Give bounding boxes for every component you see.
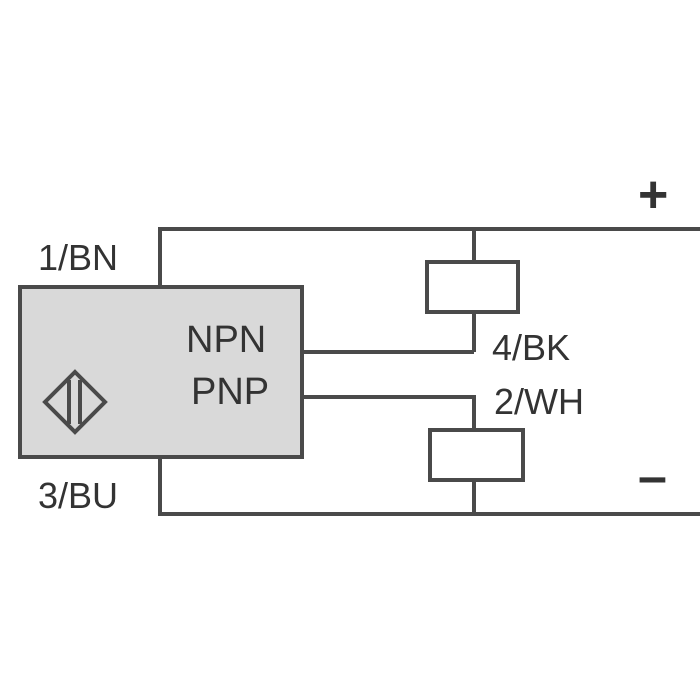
pin4-label: 4/BK — [492, 327, 570, 368]
pin3-label: 3/BU — [38, 475, 118, 516]
sensor-body — [18, 285, 304, 459]
pnp-label: PNP — [191, 371, 269, 413]
positive-supply-wire — [158, 227, 700, 287]
inductive-sensor-icon — [42, 369, 108, 435]
npn-load-resistor — [425, 260, 520, 314]
negative-supply-wire — [158, 457, 700, 516]
pnp-load-resistor — [428, 428, 525, 482]
positive-terminal-label: + — [638, 166, 668, 224]
pin2-label: 2/WH — [494, 381, 584, 422]
pin2-output-wire — [302, 395, 476, 430]
pin1-label: 1/BN — [38, 237, 118, 278]
npn-label: NPN — [186, 319, 266, 361]
negative-terminal-label: – — [638, 448, 667, 506]
